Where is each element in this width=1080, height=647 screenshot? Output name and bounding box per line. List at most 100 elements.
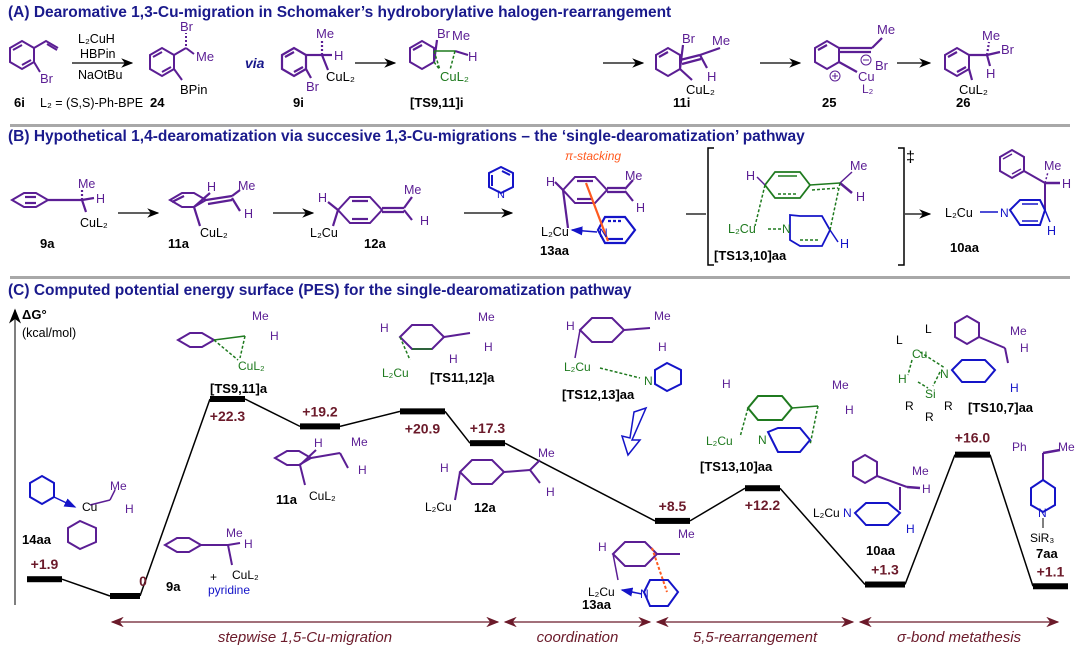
label-24: 24	[150, 95, 165, 110]
label-11i: 11i	[673, 95, 690, 110]
atom-h: H	[207, 180, 216, 194]
atom-h: H	[546, 175, 555, 189]
atom-n: N	[640, 587, 649, 601]
atom-h: H	[314, 436, 323, 450]
ts-13-10-aa	[754, 171, 853, 247]
atom-br: Br	[40, 71, 54, 86]
atom-h: H	[380, 321, 389, 335]
atom-me: Me	[238, 179, 255, 193]
label-13aa: 13aa	[540, 243, 570, 258]
energy-level-4	[300, 423, 340, 430]
atom-br: Br	[1001, 42, 1015, 57]
energy-level-9	[865, 581, 905, 588]
atom-me: Me	[252, 309, 269, 323]
pes-connector	[689, 487, 746, 522]
stage-label: coordination	[537, 629, 619, 646]
atom-h: H	[318, 191, 327, 205]
atom-h: H	[96, 192, 105, 206]
atom-h: H	[1047, 224, 1056, 238]
pes-connector	[904, 454, 956, 585]
atom-me: Me	[538, 446, 555, 460]
ligand-l2: L₂	[862, 82, 874, 96]
atom-me: Me	[478, 310, 495, 324]
structure-ts-11-12-a	[398, 324, 471, 361]
atom-h: H	[566, 319, 575, 333]
compound-11a	[168, 189, 241, 227]
label-11a: 11a	[168, 236, 190, 251]
group-cul2: CuL₂	[232, 568, 259, 582]
atom-h: H	[986, 66, 995, 81]
pes-connector	[244, 398, 301, 428]
label-9a-pes: 9a	[166, 579, 181, 594]
compound-9i	[280, 41, 332, 79]
label-25: 25	[822, 95, 836, 110]
pyridine-label: pyridine	[208, 583, 250, 597]
label-7aa: 7aa	[1036, 546, 1058, 561]
group-r: R	[905, 399, 914, 413]
atom-h: H	[845, 403, 854, 417]
label-ts-9-11-i: [TS9,11]i	[410, 95, 463, 110]
label-ts-11-12-a: [TS11,12]a	[430, 370, 495, 385]
atom-n: N	[599, 226, 608, 240]
atom-cu: Cu	[858, 69, 875, 84]
compound-25	[814, 37, 883, 73]
atom-me: Me	[712, 33, 730, 48]
compound-12a	[327, 196, 413, 227]
energy-level-8	[745, 485, 780, 492]
energy-label: +8.5	[659, 498, 687, 514]
reagent-2: HBPin	[80, 47, 115, 61]
divider-a	[10, 124, 1070, 127]
energy-level-5	[400, 408, 445, 415]
label-11a-pes: 11a	[276, 492, 298, 507]
compound-10aa	[980, 148, 1060, 226]
pes-connector	[989, 454, 1034, 587]
group-r: R	[925, 410, 934, 424]
label-6i: 6i	[14, 95, 25, 110]
atom-h: H	[746, 169, 755, 183]
pes-connector	[61, 578, 111, 597]
label-10aa: 10aa	[950, 240, 980, 255]
label-14aa: 14aa	[22, 532, 52, 547]
atom-h: H	[420, 214, 429, 228]
ligand-definition: L₂ = (S,S)-Ph-BPE	[40, 96, 143, 110]
atom-n: N	[497, 189, 505, 201]
hollow-down-arrow	[620, 406, 648, 457]
label-26: 26	[956, 95, 970, 110]
section-b-title: (B) Hypothetical 1,4-dearomatization via…	[8, 128, 805, 145]
atom-me: Me	[678, 527, 695, 541]
structure-9a-pes	[163, 537, 241, 566]
atom-h: H	[658, 340, 667, 354]
group-l2cu: L₂Cu	[310, 226, 338, 240]
atom-me: Me	[877, 22, 895, 37]
atom-me: Me	[832, 378, 849, 392]
ts-9-11-i	[409, 39, 469, 71]
group-cul2: CuL₂	[200, 226, 228, 240]
label-ts-13-10-aa: [TS13,10]aa	[714, 248, 787, 263]
structure-14aa	[29, 474, 116, 551]
atom-h: H	[1020, 341, 1029, 355]
reagent-1: L₂CuH	[78, 32, 115, 46]
atom-cu: Cu	[82, 500, 97, 514]
ligand-l: L	[896, 333, 903, 347]
atom-me: Me	[110, 479, 127, 493]
structure-ts-9-11-a	[176, 332, 246, 361]
atom-h: H	[334, 48, 343, 63]
group-bpin: BPin	[180, 82, 207, 97]
atom-me: Me	[196, 49, 214, 64]
energy-label: +19.2	[302, 403, 338, 419]
atom-me: Me	[351, 435, 368, 449]
pes-energy-labels: +1.90+22.3+19.2+20.9+17.3+8.5+12.2+1.3+1…	[31, 403, 1065, 589]
divider-b	[10, 276, 1070, 279]
structure-12a-pes	[454, 459, 541, 501]
atom-n: N	[782, 222, 791, 236]
stage-label: 5,5-rearrangement	[693, 629, 818, 646]
atom-n: N	[843, 506, 852, 520]
structure-ts-10-7-aa	[907, 314, 1009, 389]
atom-cu: Cu	[912, 347, 927, 361]
group-l2cu: L₂Cu	[706, 434, 733, 448]
group-cul2: CuL₂	[309, 489, 336, 503]
energy-level-1	[27, 576, 62, 583]
pes-connector	[779, 487, 866, 586]
atom-br: Br	[180, 19, 194, 34]
